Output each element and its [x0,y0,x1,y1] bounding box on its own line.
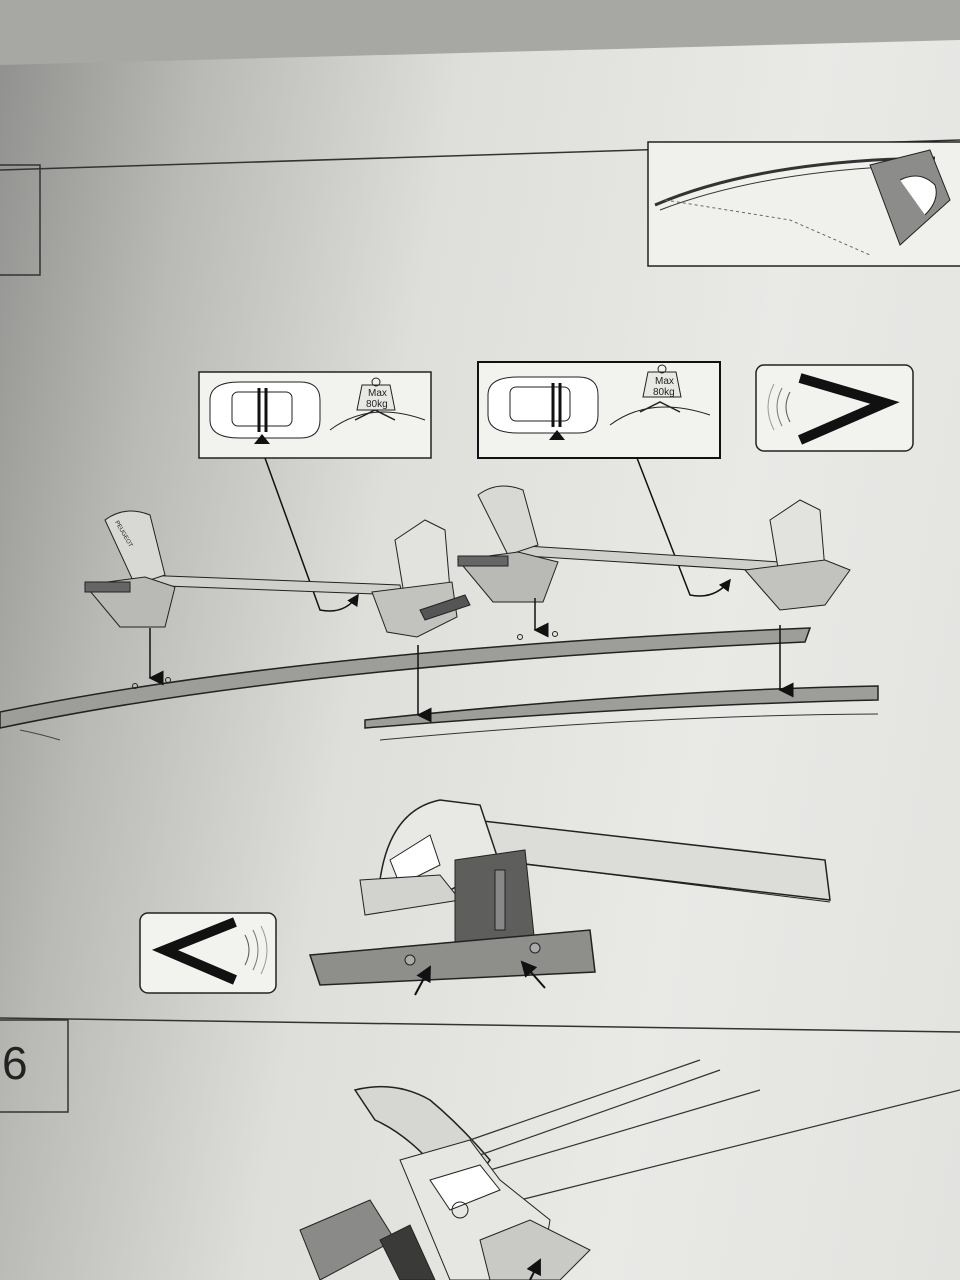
pointer-line-left [264,457,359,612]
weight-label-max: Max [368,388,387,399]
roof-edge-line [19,729,61,741]
cleaning-panel [647,141,960,267]
step-box-previous [0,164,41,276]
weight-icon [609,364,711,426]
load-panel-left: Max 80kg [198,371,432,459]
step-6-drawing [299,1059,960,1280]
step-box-6 [0,1019,69,1113]
sound-click-icon [767,373,900,445]
foot-left-a: PEUGEOT [84,510,176,628]
click-sound-panel-top [755,364,914,452]
table-surface [0,0,960,65]
foot-detail-drawing [308,799,831,996]
foot-right-a [457,485,559,603]
pointer-line-right [636,457,731,597]
cleaning-cloth-icon [869,149,951,246]
weight-label-kg: 80kg [366,399,388,410]
sound-click-icon [151,917,268,985]
weight-icon [329,377,426,431]
roof-rail-rear [364,685,879,741]
crossbar-front: PEUGEOT [84,510,471,638]
step-number-6: 6 [2,1037,28,1089]
weight-label-kg: 80kg [653,387,675,398]
weight-label-max: Max [655,376,674,387]
roof-rail-front [0,627,812,729]
crossbar-rear [457,485,851,611]
foot-left-b [371,519,471,638]
section-divider-line [0,1017,960,1033]
car-top-view-icon [487,376,599,440]
load-panel-right: Max 80kg [477,361,721,459]
foot-right-b [744,499,851,611]
click-sound-panel-bottom [139,912,277,994]
car-top-view-icon [209,381,321,444]
